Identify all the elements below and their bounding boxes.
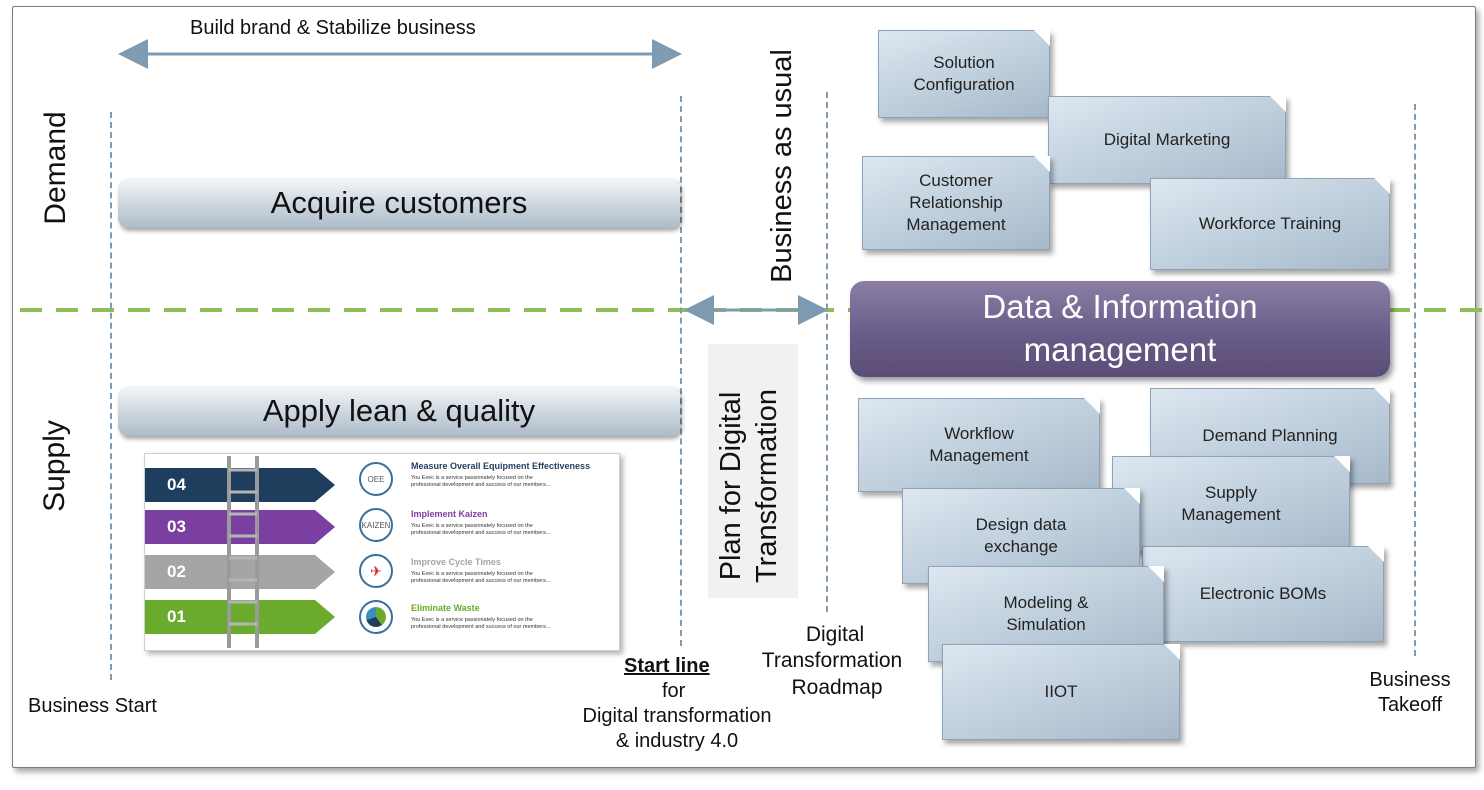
inf-title-1: Measure Overall Equipment Effectiveness: [411, 461, 591, 471]
start-line-label: Start line for Digital transformation & …: [552, 654, 802, 754]
ladder-icon: [227, 456, 259, 648]
tile-digital-marketing: Digital Marketing: [1048, 96, 1286, 184]
waste-pie-icon: [359, 600, 393, 634]
inf-title-4: Eliminate Waste: [411, 603, 480, 613]
roadmap-line2: Transformation: [761, 649, 903, 673]
roadmap-label: Digital Transformation Roadmap: [742, 622, 922, 701]
demand-lane-label: Demand: [39, 111, 72, 225]
plan-panel: [708, 344, 798, 598]
central-line1: Data & Information: [982, 288, 1258, 326]
business-takeoff-label: Business Takeoff: [1350, 668, 1470, 718]
takeoff-line1: Business: [1369, 669, 1451, 691]
roadmap-line3: Roadmap: [791, 675, 883, 699]
apply-lean-bar: Apply lean & quality: [118, 386, 680, 436]
tile-solution-configuration: Solution Configuration: [878, 30, 1050, 118]
business-start-guide: [110, 112, 112, 680]
kaizen-icon: KAIZEN: [359, 508, 393, 542]
tile-electronic-boms: Electronic BOMs: [1142, 546, 1384, 642]
tile-workflow-management: Workflow Management: [858, 398, 1100, 492]
inf-body-1: You Exec is a service passionately focus…: [411, 475, 551, 488]
tile-customer-relationship-management: Customer Relationship Management: [862, 156, 1050, 250]
business-as-usual-label: Business as usual: [766, 49, 798, 283]
plan-label-line2: Transformation: [751, 389, 783, 583]
tile-iiot: IIOT: [942, 644, 1180, 740]
data-information-management-box: Data & Information management: [850, 281, 1390, 377]
business-start-label: Business Start: [28, 695, 157, 717]
central-line2: management: [1023, 331, 1217, 368]
inf-body-2: You Exec is a service passionately focus…: [411, 523, 551, 536]
plan-for-digital-transformation-label: Plan for Digital Transformation: [713, 361, 793, 611]
inf-body-4: You Exec is a service passionately focus…: [411, 617, 551, 630]
inf-body-3: You Exec is a service passionately focus…: [411, 571, 551, 584]
roadmap-guide: [826, 92, 828, 612]
roadmap-line1: Digital: [805, 623, 865, 646]
start-line-heading: Start line: [624, 655, 710, 677]
top-span-label: Build brand & Stabilize business: [190, 17, 476, 39]
start-line-digital: Digital transformation: [582, 705, 772, 727]
lean-infographic: 04 03 02 01 OEE KAIZEN ✈ Measure Overall…: [144, 453, 620, 651]
inf-title-2: Implement Kaizen: [411, 509, 488, 519]
cycle-time-icon: ✈: [359, 554, 393, 588]
acquire-customers-bar: Acquire customers: [118, 178, 680, 228]
inf-title-3: Improve Cycle Times: [411, 557, 501, 567]
oee-icon: OEE: [359, 462, 393, 496]
start-line-guide: [680, 96, 682, 646]
start-line-industry: & industry 4.0: [615, 730, 739, 752]
start-line-for: for: [662, 680, 686, 702]
tile-workforce-training: Workforce Training: [1150, 178, 1390, 270]
plan-label-line1: Plan for Digital: [715, 391, 747, 581]
takeoff-guide: [1414, 104, 1416, 656]
supply-lane-label: Supply: [38, 420, 71, 512]
tile-supply-management: Supply Management: [1112, 456, 1350, 552]
takeoff-line2: Takeoff: [1377, 694, 1443, 716]
